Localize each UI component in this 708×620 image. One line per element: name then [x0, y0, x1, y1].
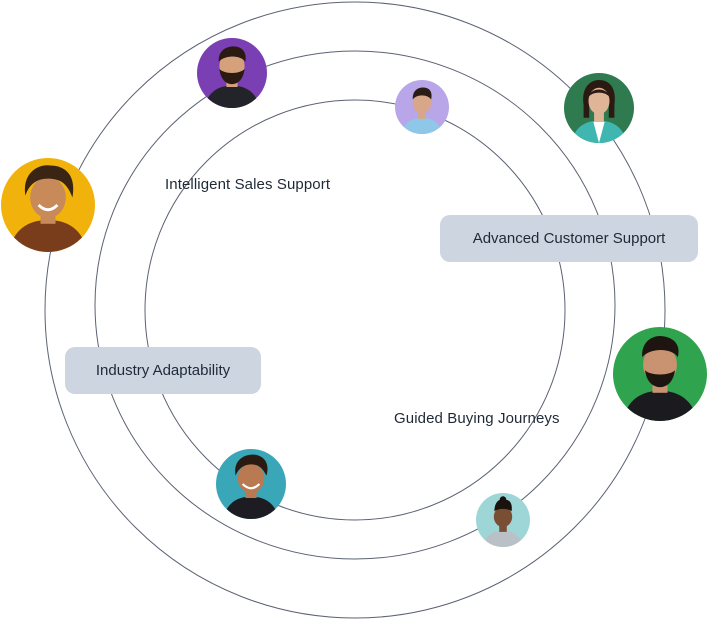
middle-ring [94, 50, 616, 560]
person-icon [395, 80, 449, 134]
intelligent-sales-support-label: Intelligent Sales Support [165, 176, 331, 193]
avatar-smiling-woman-yellow [1, 158, 95, 252]
avatar-man-bright-green [613, 327, 707, 421]
advanced-customer-support-pill: Advanced Customer Support [440, 215, 698, 262]
advanced-customer-support-text: Advanced Customer Support [472, 230, 666, 247]
industry-adaptability-text: Industry Adaptability [95, 362, 231, 379]
person-icon [613, 327, 707, 421]
person-icon [564, 73, 634, 143]
outer-ring [44, 1, 666, 619]
avatar-woman-dark-green [564, 73, 634, 143]
person-icon [216, 449, 286, 519]
avatar-man-lavender [395, 80, 449, 134]
avatar-smiling-man-teal [216, 449, 286, 519]
person-icon [197, 38, 267, 108]
industry-adaptability-pill: Industry Adaptability [65, 347, 261, 394]
avatar-bearded-man-purple [197, 38, 267, 108]
person-icon [1, 158, 95, 252]
inner-ring [144, 99, 566, 521]
avatar-woman-light-teal [476, 493, 530, 547]
guided-buying-journeys-label: Guided Buying Journeys [394, 410, 560, 427]
person-icon [476, 493, 530, 547]
